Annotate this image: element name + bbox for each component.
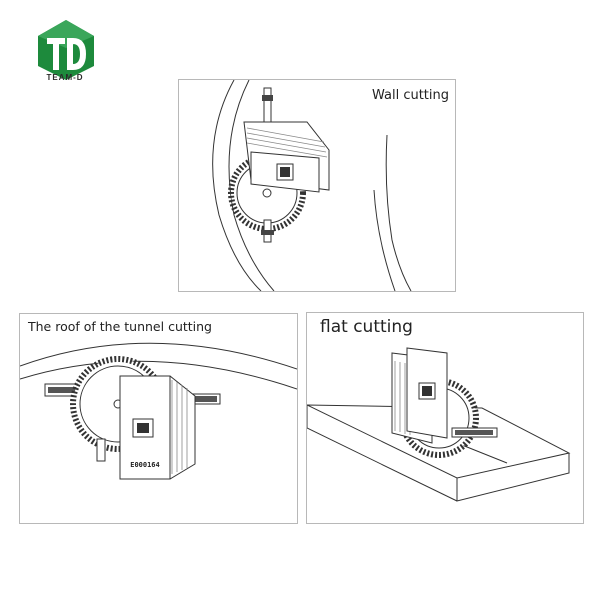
roof-cutting-panel: E000164 The roof of the tunnel cutting bbox=[19, 313, 298, 524]
wall-cutting-illustration bbox=[212, 80, 412, 291]
roof-cutting-caption: The roof of the tunnel cutting bbox=[28, 319, 212, 334]
team-d-logo-icon bbox=[38, 20, 94, 80]
flat-cutting-caption: flat cutting bbox=[320, 317, 413, 337]
flat-saw-machine bbox=[391, 347, 498, 458]
roof-model-label: E000164 bbox=[130, 461, 160, 469]
wall-cutting-panel: Wall cutting bbox=[178, 79, 456, 292]
roof-cutting-illustration: E000164 bbox=[20, 342, 297, 480]
roof-saw-machine bbox=[44, 356, 221, 480]
flat-cutting-panel: flat cutting bbox=[306, 312, 584, 524]
flat-cutting-illustration bbox=[307, 347, 571, 502]
wall-cutting-caption: Wall cutting bbox=[371, 88, 449, 103]
wall-saw-machine bbox=[228, 87, 330, 243]
logo-wordmark: TEAM-D bbox=[46, 73, 84, 82]
